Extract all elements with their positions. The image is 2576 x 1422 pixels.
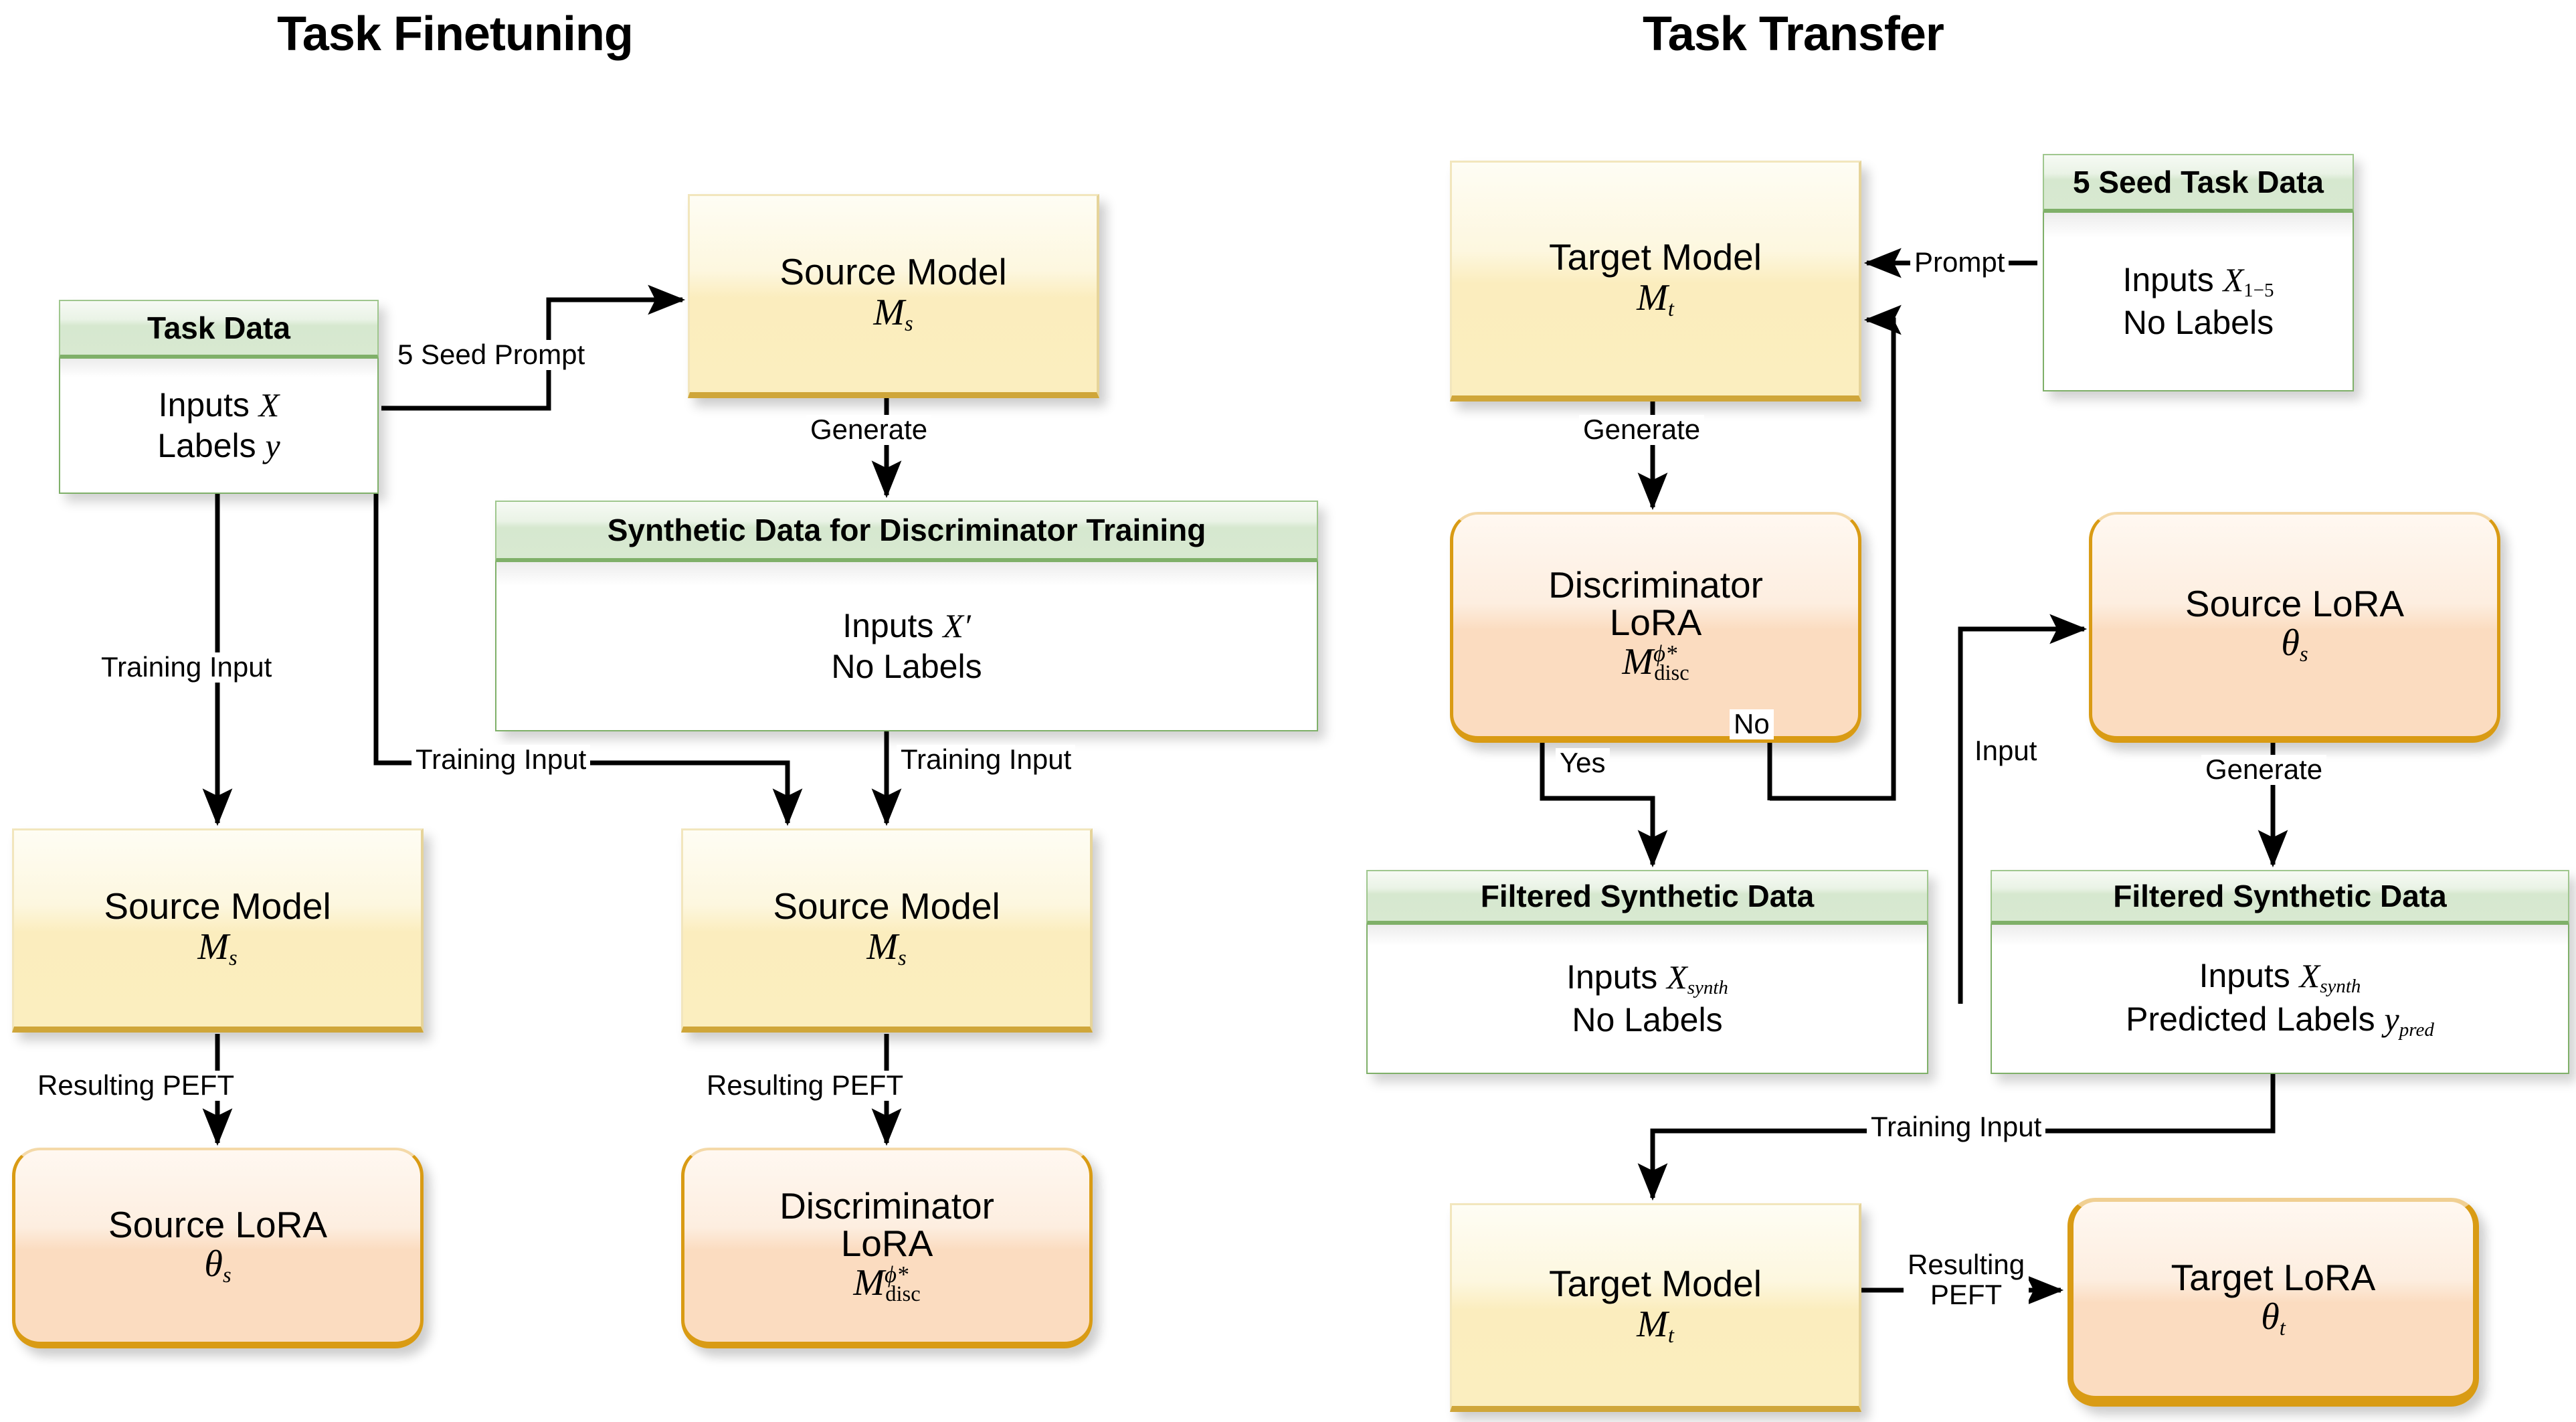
prime-symbol: ′: [963, 606, 971, 644]
seed-task-data-row-1: Inputs X1−5: [2122, 260, 2274, 301]
disc-lora-right-label-2: LoRA: [1609, 602, 1702, 644]
label-seed-prompt: 5 Seed Prompt: [393, 339, 589, 370]
symbol-X: X: [258, 386, 280, 424]
node-discriminator-lora-left[interactable]: Discriminator LoRA Mϕ*disc: [681, 1148, 1093, 1348]
target-model-top-symbol: Mt: [1637, 276, 1674, 321]
seed-task-data-header: 5 Seed Task Data: [2043, 154, 2354, 213]
disc-lora-right-label-1: Discriminator: [1548, 564, 1763, 606]
disc-lora-left-label-1: Discriminator: [779, 1184, 994, 1227]
node-target-model-bottom[interactable]: Target Model Mt: [1450, 1203, 1861, 1412]
label-resulting-peft-right-l2: PEFT: [1930, 1278, 2003, 1310]
disc-lora-left-symbol: Mϕ*disc: [853, 1261, 921, 1306]
node-filtered-data-left[interactable]: Filtered Synthetic Data Inputs Xsynth No…: [1366, 870, 1928, 1074]
node-source-lora-left[interactable]: Source LoRA θs: [12, 1148, 424, 1348]
label-training-input-a: Training Input: [97, 652, 276, 683]
source-lora-right-symbol: θs: [2281, 622, 2308, 667]
task-data-row-2: Labels y: [157, 427, 280, 464]
node-source-model-left[interactable]: Source Model Ms: [12, 828, 424, 1033]
filtered-left-row-2: No Labels: [1572, 1001, 1723, 1039]
source-model-left-symbol: Ms: [197, 926, 238, 971]
node-discriminator-lora-right[interactable]: Discriminator LoRA Mϕ*disc: [1450, 512, 1861, 743]
synthetic-data-body: Inputs X′ No Labels: [495, 562, 1318, 731]
filtered-left-header: Filtered Synthetic Data: [1366, 870, 1928, 925]
source-model-mid-label: Source Model: [773, 885, 1000, 927]
label-generate-target: Generate: [1579, 414, 1705, 445]
panel-title-transfer: Task Transfer: [1643, 7, 1944, 61]
source-lora-left-symbol: θs: [204, 1243, 232, 1287]
filtered-right-row-2: Predicted Labels ypred: [2126, 1000, 2434, 1041]
node-source-model-mid[interactable]: Source Model Ms: [681, 828, 1093, 1033]
source-model-mid-symbol: Ms: [866, 926, 907, 971]
synthetic-data-row-1: Inputs X′: [842, 606, 971, 644]
label-generate-source-lora: Generate: [2201, 754, 2327, 785]
panel-title-finetuning: Task Finetuning: [277, 7, 634, 61]
label-resulting-peft-left: Resulting PEFT: [33, 1070, 239, 1101]
node-filtered-data-right[interactable]: Filtered Synthetic Data Inputs Xsynth Pr…: [1991, 870, 2569, 1074]
label-resulting-peft-right: Resulting PEFT: [1904, 1249, 2029, 1310]
filtered-right-body: Inputs Xsynth Predicted Labels ypred: [1991, 925, 2569, 1074]
node-synthetic-data[interactable]: Synthetic Data for Discriminator Trainin…: [495, 501, 1318, 731]
seed-task-data-row-2: No Labels: [2122, 304, 2274, 342]
target-model-top-label: Target Model: [1549, 236, 1762, 278]
target-lora-label: Target LoRA: [2171, 1256, 2376, 1298]
seed-task-data-body: Inputs X1−5 No Labels: [2043, 213, 2354, 391]
source-model-top-label: Source Model: [779, 251, 1007, 293]
node-seed-task-data[interactable]: 5 Seed Task Data Inputs X1−5 No Labels: [2043, 154, 2354, 391]
node-task-data[interactable]: Task Data Inputs X Labels y: [59, 300, 379, 494]
label-generate-left: Generate: [806, 414, 932, 445]
node-target-model-top[interactable]: Target Model Mt: [1450, 161, 1861, 402]
target-model-bottom-symbol: Mt: [1637, 1303, 1674, 1348]
label-input: Input: [1970, 735, 2041, 766]
label-resulting-peft-right-l1: Resulting: [1908, 1249, 2025, 1280]
label-no: No: [1730, 709, 1774, 739]
label-training-input-right: Training Input: [1867, 1112, 2046, 1142]
target-model-bottom-label: Target Model: [1549, 1262, 1762, 1304]
label-yes: Yes: [1556, 747, 1610, 778]
task-data-row-1: Inputs X: [158, 386, 280, 424]
filtered-left-row-1: Inputs Xsynth: [1566, 958, 1728, 998]
task-data-body: Inputs X Labels y: [59, 359, 379, 494]
filtered-right-row-1: Inputs Xsynth: [2199, 957, 2361, 998]
source-lora-left-label: Source LoRA: [108, 1203, 328, 1245]
synthetic-data-row-2: No Labels: [831, 647, 982, 685]
label-training-input-b: Training Input: [411, 744, 591, 775]
source-model-top-symbol: Ms: [873, 292, 913, 337]
node-source-model-top[interactable]: Source Model Ms: [688, 194, 1099, 398]
node-source-lora-right[interactable]: Source LoRA θs: [2089, 512, 2500, 743]
disc-lora-left-label-2: LoRA: [840, 1222, 933, 1264]
node-target-lora[interactable]: Target LoRA θt: [2067, 1198, 2479, 1407]
filtered-left-body: Inputs Xsynth No Labels: [1366, 925, 1928, 1074]
filtered-right-header: Filtered Synthetic Data: [1991, 870, 2569, 925]
label-training-input-c: Training Input: [897, 744, 1076, 775]
task-data-header: Task Data: [59, 300, 379, 359]
symbol-y: y: [265, 427, 280, 464]
label-prompt: Prompt: [1910, 247, 2009, 278]
source-lora-right-label: Source LoRA: [2185, 583, 2405, 625]
synthetic-data-header: Synthetic Data for Discriminator Trainin…: [495, 501, 1318, 562]
target-lora-symbol: θt: [2261, 1296, 2286, 1340]
disc-lora-right-symbol: Mϕ*disc: [1622, 640, 1689, 686]
label-resulting-peft-mid: Resulting PEFT: [703, 1070, 908, 1101]
source-model-left-label: Source Model: [104, 885, 331, 927]
